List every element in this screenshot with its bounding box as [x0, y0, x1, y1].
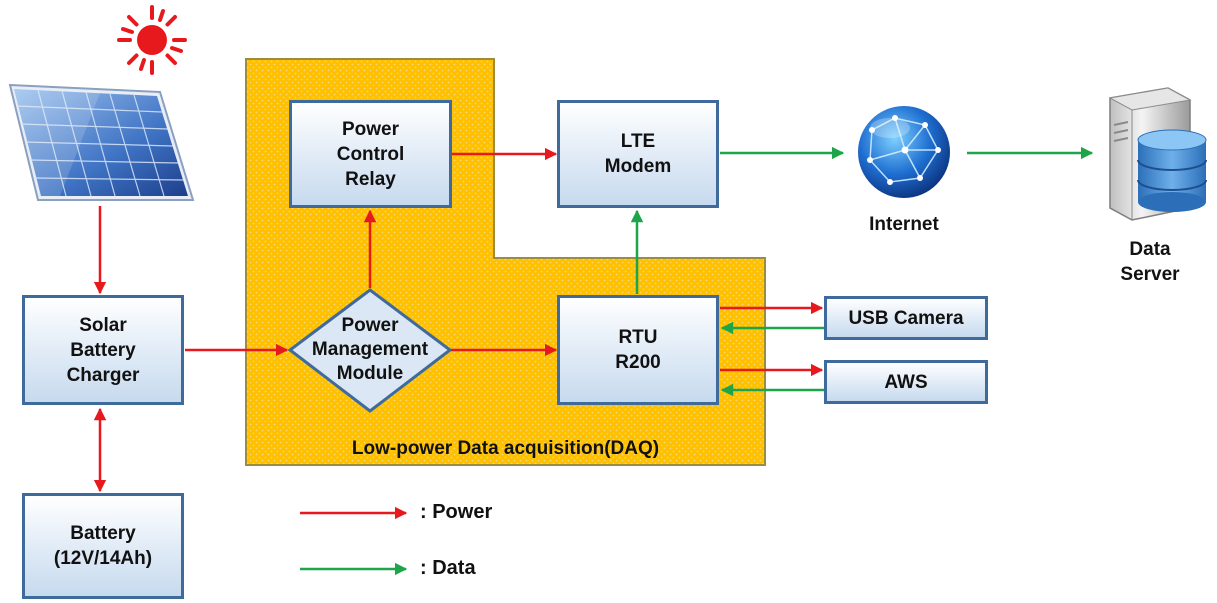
internet-label: Internet — [869, 214, 939, 235]
aws-label: AWS — [884, 371, 928, 393]
lte-modem-box: LTE Modem — [557, 100, 719, 208]
solar-battery-charger-box: Solar Battery Charger — [22, 295, 184, 405]
legend-power-label: : Power — [420, 501, 493, 523]
usb-camera-label: USB Camera — [848, 307, 964, 329]
server-database-icon — [1108, 87, 1207, 221]
rtu-label: RTU R200 — [615, 327, 661, 373]
usb-camera-box: USB Camera — [824, 296, 988, 340]
battery-box: Battery (12V/14Ah) — [22, 493, 184, 599]
solar-battery-charger-label: Solar Battery Charger — [66, 314, 140, 386]
data-server-label: Data Server — [1120, 239, 1180, 285]
daq-region-label: Low-power Data acquisition(DAQ) — [351, 438, 660, 459]
rtu-box: RTU R200 — [557, 295, 719, 405]
power-management-module-label: Power Management Module — [311, 315, 429, 384]
power-control-relay-box: Power Control Relay — [289, 100, 452, 208]
aws-box: AWS — [824, 360, 988, 404]
power-control-relay-label: Power Control Relay — [336, 118, 405, 190]
power-management-module-shape — [287, 288, 453, 413]
legend-data-label: : Data — [420, 557, 476, 579]
battery-label: Battery (12V/14Ah) — [53, 523, 153, 569]
lte-modem-label: LTE Modem — [604, 131, 672, 177]
globe-icon — [858, 106, 950, 198]
sun-icon — [117, 5, 187, 75]
solar-panel-icon — [8, 83, 195, 201]
